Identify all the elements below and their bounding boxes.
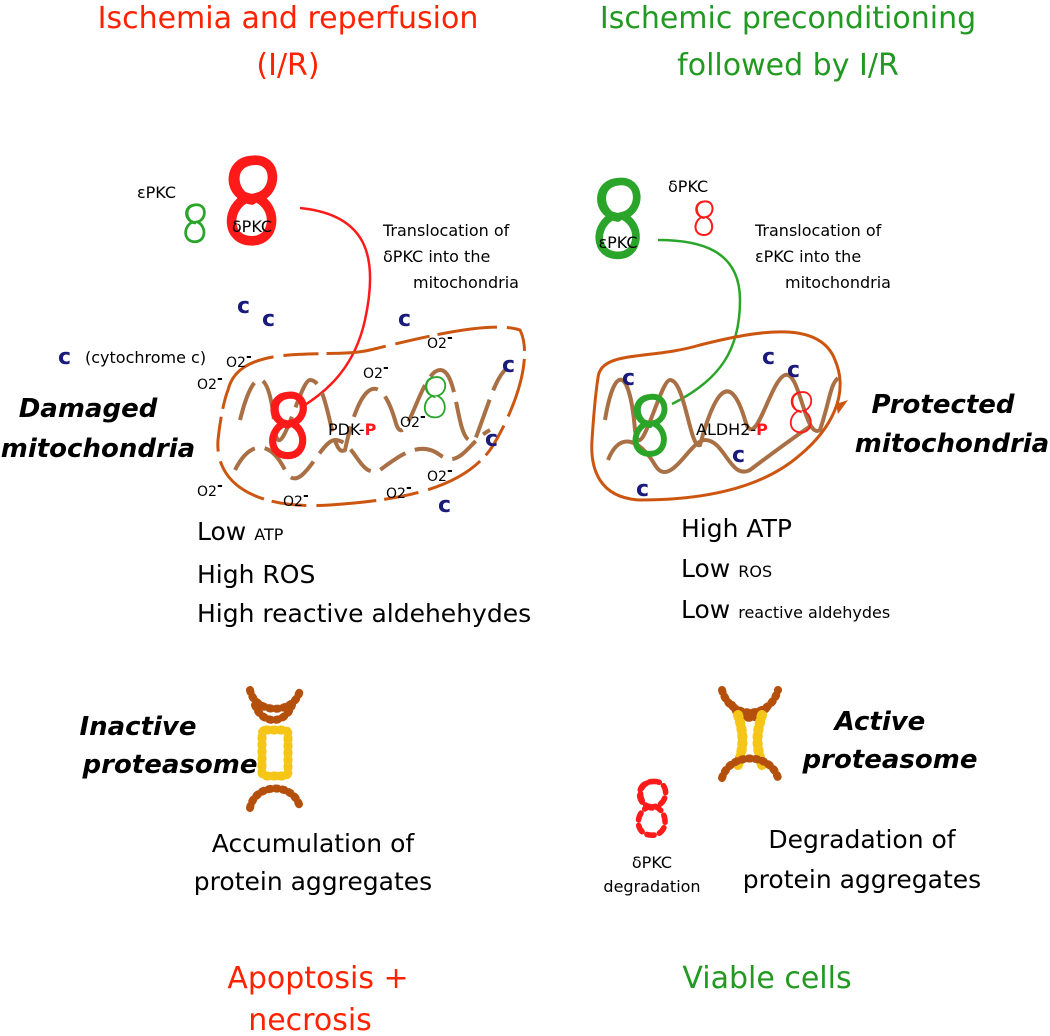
left-superoxide-1: O2- — [226, 349, 252, 371]
degradation-label-line2: degradation — [603, 877, 700, 896]
right-phospho-target: ALDH2-P — [696, 420, 768, 439]
left-cytochrome-c-1: c — [237, 294, 250, 319]
left-translocation-arrow — [299, 206, 372, 410]
right-panel: Ischemic preconditioning followed by I/R… — [590, 1, 1049, 996]
active-proteasome-icon — [718, 686, 782, 782]
left-superoxide-2: O2- — [197, 371, 223, 393]
left-cytochrome-c-6: c — [438, 493, 451, 518]
left-translocation-line3: mitochondria — [413, 273, 519, 292]
inactive-proteasome-line2: proteasome — [82, 750, 258, 780]
right-title-line2: followed by I/R — [677, 48, 899, 83]
right-status-atp: High ATP — [681, 514, 792, 543]
right-mito-label-line1: Protected — [871, 390, 1014, 420]
left-epkc-label: εPKC — [137, 183, 176, 202]
right-title-line1: Ischemic preconditioning — [600, 1, 976, 36]
left-mito-label-line2: mitochondria — [1, 434, 195, 464]
left-title-line1: Ischemia and reperfusion — [98, 1, 479, 36]
left-superoxide-8: O2- — [283, 488, 309, 510]
left-superoxide-9: O2- — [386, 480, 412, 502]
inactive-proteasome-icon — [246, 686, 304, 812]
right-cytochrome-c-5: c — [636, 477, 649, 502]
right-translocation-line2: εPKC into the — [755, 247, 861, 266]
left-status-aldehydes: High reactive aldehehydes — [197, 599, 531, 628]
left-mito-label-line1: Damaged — [19, 394, 158, 424]
left-superoxide-7: O2- — [197, 478, 223, 500]
left-cytochrome-c-4: c — [502, 353, 515, 378]
left-superoxide-5: O2- — [400, 409, 426, 431]
right-translocation-line1: Translocation of — [754, 221, 882, 240]
damaged-mitochondrion — [216, 325, 526, 508]
right-outcome-line1: Degradation of — [768, 825, 956, 854]
right-dpkc-icon — [694, 200, 714, 236]
left-cytochrome-c-3: c — [398, 307, 411, 332]
active-proteasome-line1: Active — [833, 707, 926, 737]
degradation-label-line1: δPKC — [632, 853, 672, 872]
right-fate: Viable cells — [682, 961, 851, 996]
left-fate-line1: Apoptosis + — [227, 961, 408, 996]
right-cytochrome-c-2: c — [762, 345, 775, 370]
right-translocation-line3: mitochondria — [785, 273, 891, 292]
left-phospho-target: PDK-P — [328, 420, 377, 439]
right-cytochrome-c-4: c — [732, 443, 745, 468]
left-dpkc-label: δPKC — [232, 217, 272, 236]
right-cytochrome-c-1: c — [622, 366, 635, 391]
inactive-proteasome-line1: Inactive — [79, 712, 196, 742]
left-fate-line2: necrosis — [248, 1003, 372, 1036]
right-outcome-line2: protein aggregates — [743, 865, 981, 894]
degraded-dpkc-icon — [638, 781, 665, 835]
left-status-ros: High ROS — [197, 560, 315, 589]
left-superoxide-4: O2- — [427, 330, 453, 352]
left-superoxide-3: O2- — [363, 360, 389, 382]
left-translocation-line2: δPKC into the — [383, 247, 490, 266]
right-dpkc-label: δPKC — [668, 177, 708, 196]
left-outcome-line2: protein aggregates — [194, 867, 432, 896]
left-epkc-icon — [184, 203, 206, 244]
right-cytochrome-c-3: c — [787, 358, 800, 383]
left-cytochrome-c-legend: c — [58, 345, 71, 370]
right-epkc-label: εPKC — [598, 233, 637, 252]
left-title-line2: (I/R) — [256, 48, 319, 83]
left-cytochrome-c-2: c — [262, 307, 275, 332]
left-panel: Ischemia and reperfusion (I/R) εPKC δPKC… — [1, 1, 531, 1036]
left-mito-epkc-icon — [423, 376, 447, 419]
left-cytochrome-label: (cytochrome c) — [85, 348, 206, 367]
left-superoxide-6: O2- — [427, 463, 453, 485]
right-translocation-arrow — [657, 238, 742, 406]
left-outcome-line1: Accumulation of — [212, 829, 416, 858]
right-mito-label-line2: mitochondria — [855, 429, 1049, 459]
left-cytochrome-c-5: c — [485, 427, 498, 452]
active-proteasome-line2: proteasome — [802, 745, 978, 775]
left-translocation-line1: Translocation of — [382, 221, 510, 240]
